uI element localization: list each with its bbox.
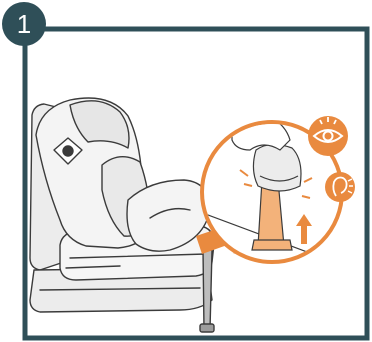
step-number-badge: 1 <box>2 2 46 46</box>
car-seat-illustration <box>30 98 214 332</box>
ear-icon <box>325 172 355 202</box>
eye-icon <box>308 116 348 156</box>
step-number: 1 <box>17 9 31 40</box>
